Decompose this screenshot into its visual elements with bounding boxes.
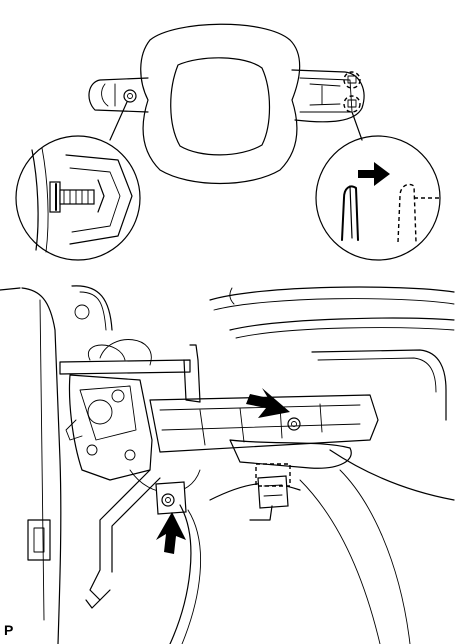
connector-marker: [255, 463, 291, 487]
figure-corner-label: P: [4, 622, 14, 638]
door-handle-part: [88, 23, 365, 185]
door-panel: [0, 285, 455, 644]
clip-marker-lower: [343, 95, 361, 113]
clip-marker-upper: [343, 71, 361, 89]
solid-arrow-icon: [156, 512, 186, 554]
detail-view-screw: [15, 135, 141, 261]
door-lock-assembly: [59, 339, 379, 644]
direction-arrow-icon: [358, 162, 390, 186]
solid-arrow-icon: [246, 388, 290, 418]
detail-view-clip: [315, 135, 441, 261]
